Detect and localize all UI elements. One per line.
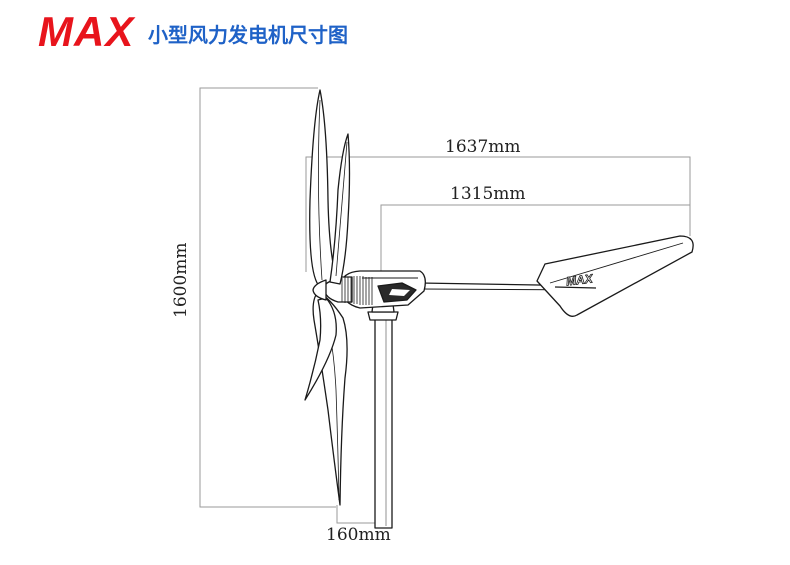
blade-lower-back — [304, 297, 337, 401]
tail-bolt-line — [554, 286, 597, 289]
blade-upper-long-spar — [318, 99, 323, 281]
dim-label-total-length: 1637mm — [445, 137, 521, 157]
blade-upper-long — [309, 89, 337, 288]
dim-line-height — [199, 87, 336, 508]
nacelle-vent-slot — [389, 289, 410, 296]
dim-label-offset: 160mm — [326, 525, 391, 545]
brand-logo: MAX — [38, 8, 135, 55]
turbine-outline: MAX — [304, 89, 694, 529]
hub-fins — [341, 276, 373, 305]
tail-fin-logo: MAX — [565, 271, 594, 288]
dim-label-height: 1600mm — [171, 242, 191, 318]
dim-line-tail-length — [380, 204, 691, 272]
dim-label-tail-length: 1315mm — [450, 184, 526, 204]
dimension-lines — [199, 87, 691, 524]
tail-fin — [536, 235, 694, 317]
dim-line-offset — [336, 505, 383, 524]
spinner-nose — [312, 279, 327, 301]
yaw-base — [367, 311, 399, 321]
tail-fin-inner — [549, 242, 684, 284]
page-title: 小型风力发电机尺寸图 — [148, 23, 348, 47]
blade-upper-short-spar — [335, 141, 348, 277]
tower-pole — [374, 315, 393, 529]
dim-line-total-length — [305, 156, 691, 272]
